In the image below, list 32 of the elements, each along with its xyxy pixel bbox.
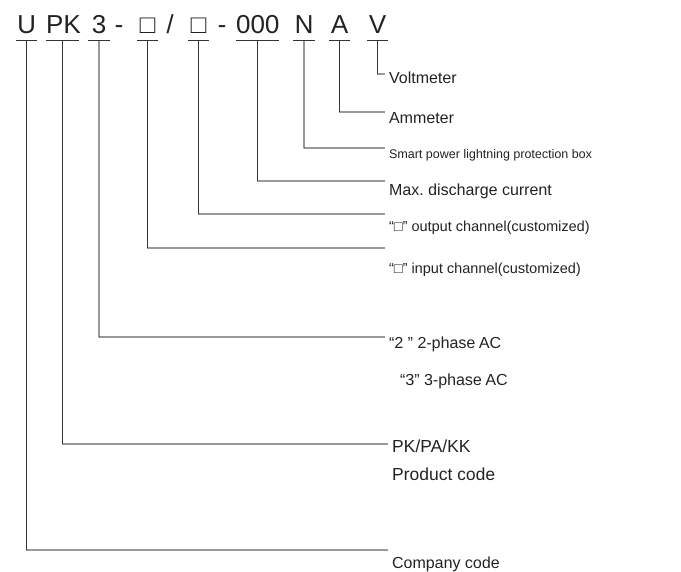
leader-line (98, 40, 386, 338)
code-letter: 000 (236, 9, 280, 39)
description-text: Voltmeter (389, 69, 457, 89)
leader-line (26, 40, 388, 550)
code-letter: N (294, 9, 314, 39)
code-letter: □ (190, 9, 206, 39)
code-letter: PK (46, 9, 81, 39)
code-letter: 3 (92, 9, 106, 39)
description-text: “□” output channel(customized) (389, 218, 590, 237)
description-text: Max. discharge current (389, 181, 552, 201)
leader-line (257, 40, 386, 182)
code-separator: - (216, 8, 228, 41)
description-text: “2 ” 2-phase AC (389, 334, 502, 354)
description-text: Smart power lightning protection box (389, 146, 592, 163)
leader-line (198, 40, 386, 214)
description-text: PK/PA/KK (392, 435, 472, 458)
leader-line (147, 40, 386, 248)
description-text: Product code (392, 463, 496, 486)
description-text: Company code (392, 554, 500, 572)
description-text: “3” 3-phase AC (400, 371, 508, 391)
leader-line (62, 40, 388, 444)
description-text: “□” input channel(customized) (389, 260, 581, 279)
code-letter: □ (140, 9, 156, 39)
code-separator: - (114, 8, 124, 41)
leader-line (339, 40, 386, 112)
leader-line (304, 40, 386, 148)
code-separator: / (165, 8, 175, 41)
leader-line (377, 40, 386, 74)
code-letter: V (368, 9, 386, 39)
code-letter: U (17, 9, 36, 39)
code-letter: A (330, 9, 348, 39)
description-text: Ammeter (389, 109, 454, 129)
